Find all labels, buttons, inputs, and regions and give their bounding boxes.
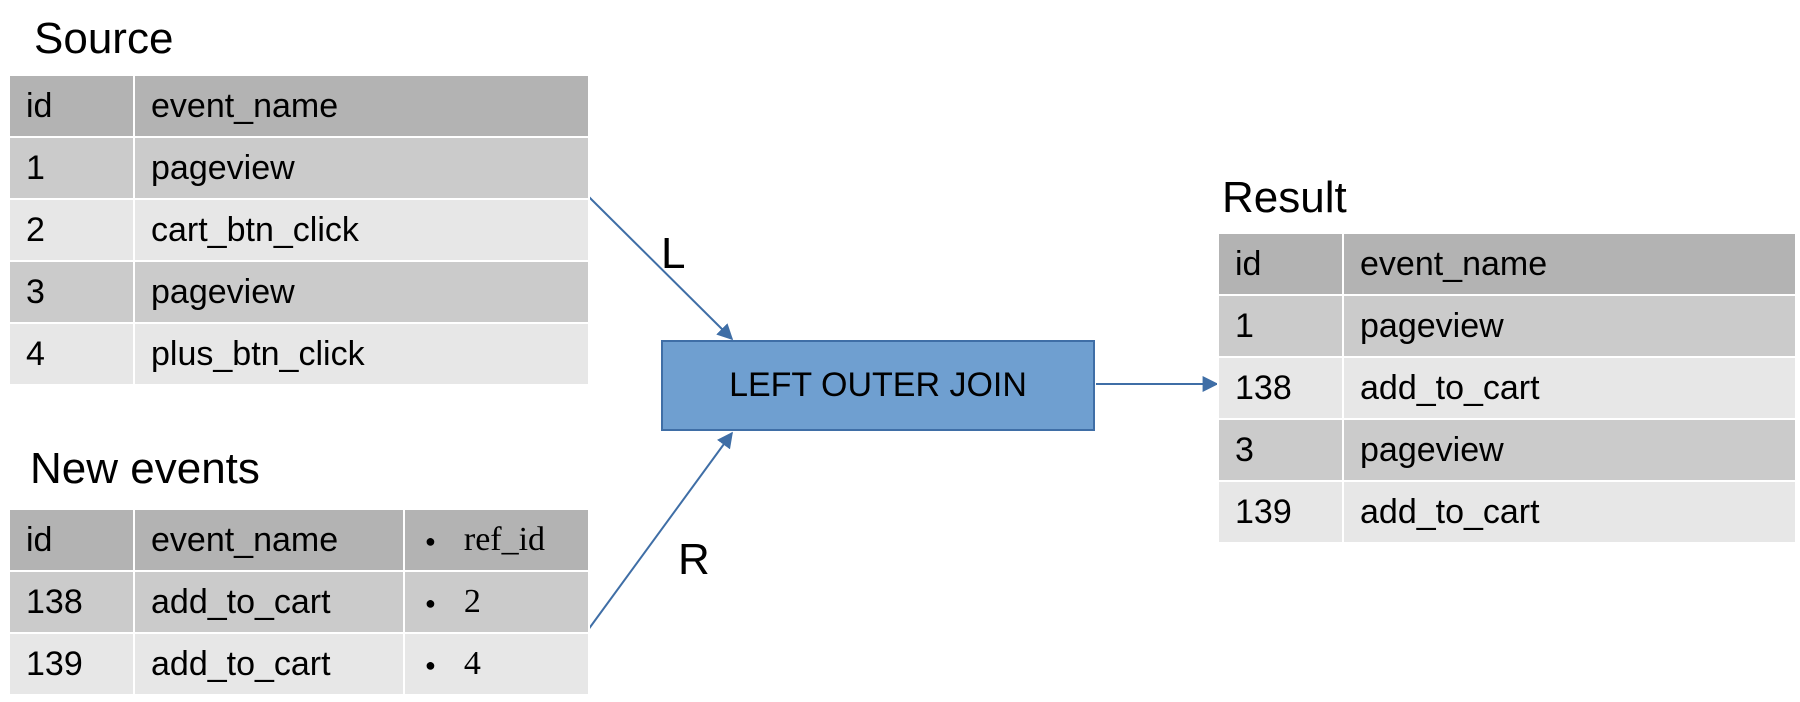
result-table: id event_name 1 pageview 138 add_to_cart… (1217, 232, 1797, 544)
cell-ref-id-value: 2 (463, 583, 481, 620)
cell-event-name: pageview (1342, 294, 1797, 358)
cell-event-name: add_to_cart (133, 570, 405, 634)
bullet-icon: ● (425, 655, 436, 675)
cell-event-name: add_to_cart (1342, 480, 1797, 544)
column-header: event_name (133, 508, 405, 572)
cell-event-name: cart_btn_click (133, 198, 590, 262)
table-header-row: id event_name (1217, 232, 1797, 296)
column-header: event_name (133, 74, 590, 138)
table-row: 1 pageview (8, 136, 590, 200)
cell-event-name: pageview (1342, 418, 1797, 482)
cell-id: 3 (8, 260, 135, 324)
cell-event-name: pageview (133, 136, 590, 200)
cell-id: 4 (8, 322, 135, 386)
table-row: 2 cart_btn_click (8, 198, 590, 262)
new-events-table: id event_name ●ref_id 138 add_to_cart ●2… (8, 508, 590, 696)
column-header: id (8, 508, 135, 572)
cell-id: 139 (8, 632, 135, 696)
right-input-arrow (587, 431, 733, 631)
table-header-row: id event_name (8, 74, 590, 138)
table-header-row: id event_name ● ref_id (8, 508, 590, 572)
right-edge-label: R (678, 535, 710, 584)
table-row: 3 pageview (8, 260, 590, 324)
cell-id: 138 (8, 570, 135, 634)
cell-id: 2 (8, 198, 135, 262)
source-table: id event_name 1 pageview 2 cart_btn_clic… (8, 74, 590, 386)
table-row: 3 pageview (1217, 418, 1797, 482)
table-row: 138 add_to_cart (1217, 356, 1797, 420)
left-outer-join-box: LEFT OUTER JOIN (661, 340, 1095, 431)
column-header: event_name (1342, 232, 1797, 296)
column-header: ref_id (463, 521, 546, 558)
cell-event-name: add_to_cart (133, 632, 405, 696)
join-label: LEFT OUTER JOIN (729, 366, 1027, 404)
cell-ref-id-value: 4 (463, 645, 481, 682)
cell-event-name: add_to_cart (1342, 356, 1797, 420)
new-events-title: New events (30, 444, 260, 493)
cell-ref-id: ●2 (403, 570, 590, 634)
cell-id: 138 (1217, 356, 1344, 420)
cell-ref-id: ●4 (403, 632, 590, 696)
left-input-arrow (587, 195, 734, 341)
table-row: 138 add_to_cart ●2 (8, 570, 590, 634)
cell-id: 1 (1217, 294, 1344, 358)
table-row: 139 add_to_cart (1217, 480, 1797, 544)
bullet-icon: ● (425, 531, 436, 551)
column-header-ref-id: ● ref_id (403, 508, 590, 572)
table-row: 1 pageview (1217, 294, 1797, 358)
cell-id: 3 (1217, 418, 1344, 482)
cell-id: 1 (8, 136, 135, 200)
column-header: id (8, 74, 135, 138)
cell-id: 139 (1217, 480, 1344, 544)
column-header: id (1217, 232, 1344, 296)
cell-event-name: plus_btn_click (133, 322, 590, 386)
table-row: 139 add_to_cart ●4 (8, 632, 590, 696)
table-row: 4 plus_btn_click (8, 322, 590, 386)
bullet-icon: ● (425, 593, 436, 613)
left-edge-label: L (661, 229, 686, 278)
source-title: Source (34, 14, 174, 63)
result-title: Result (1222, 173, 1347, 222)
cell-event-name: pageview (133, 260, 590, 324)
